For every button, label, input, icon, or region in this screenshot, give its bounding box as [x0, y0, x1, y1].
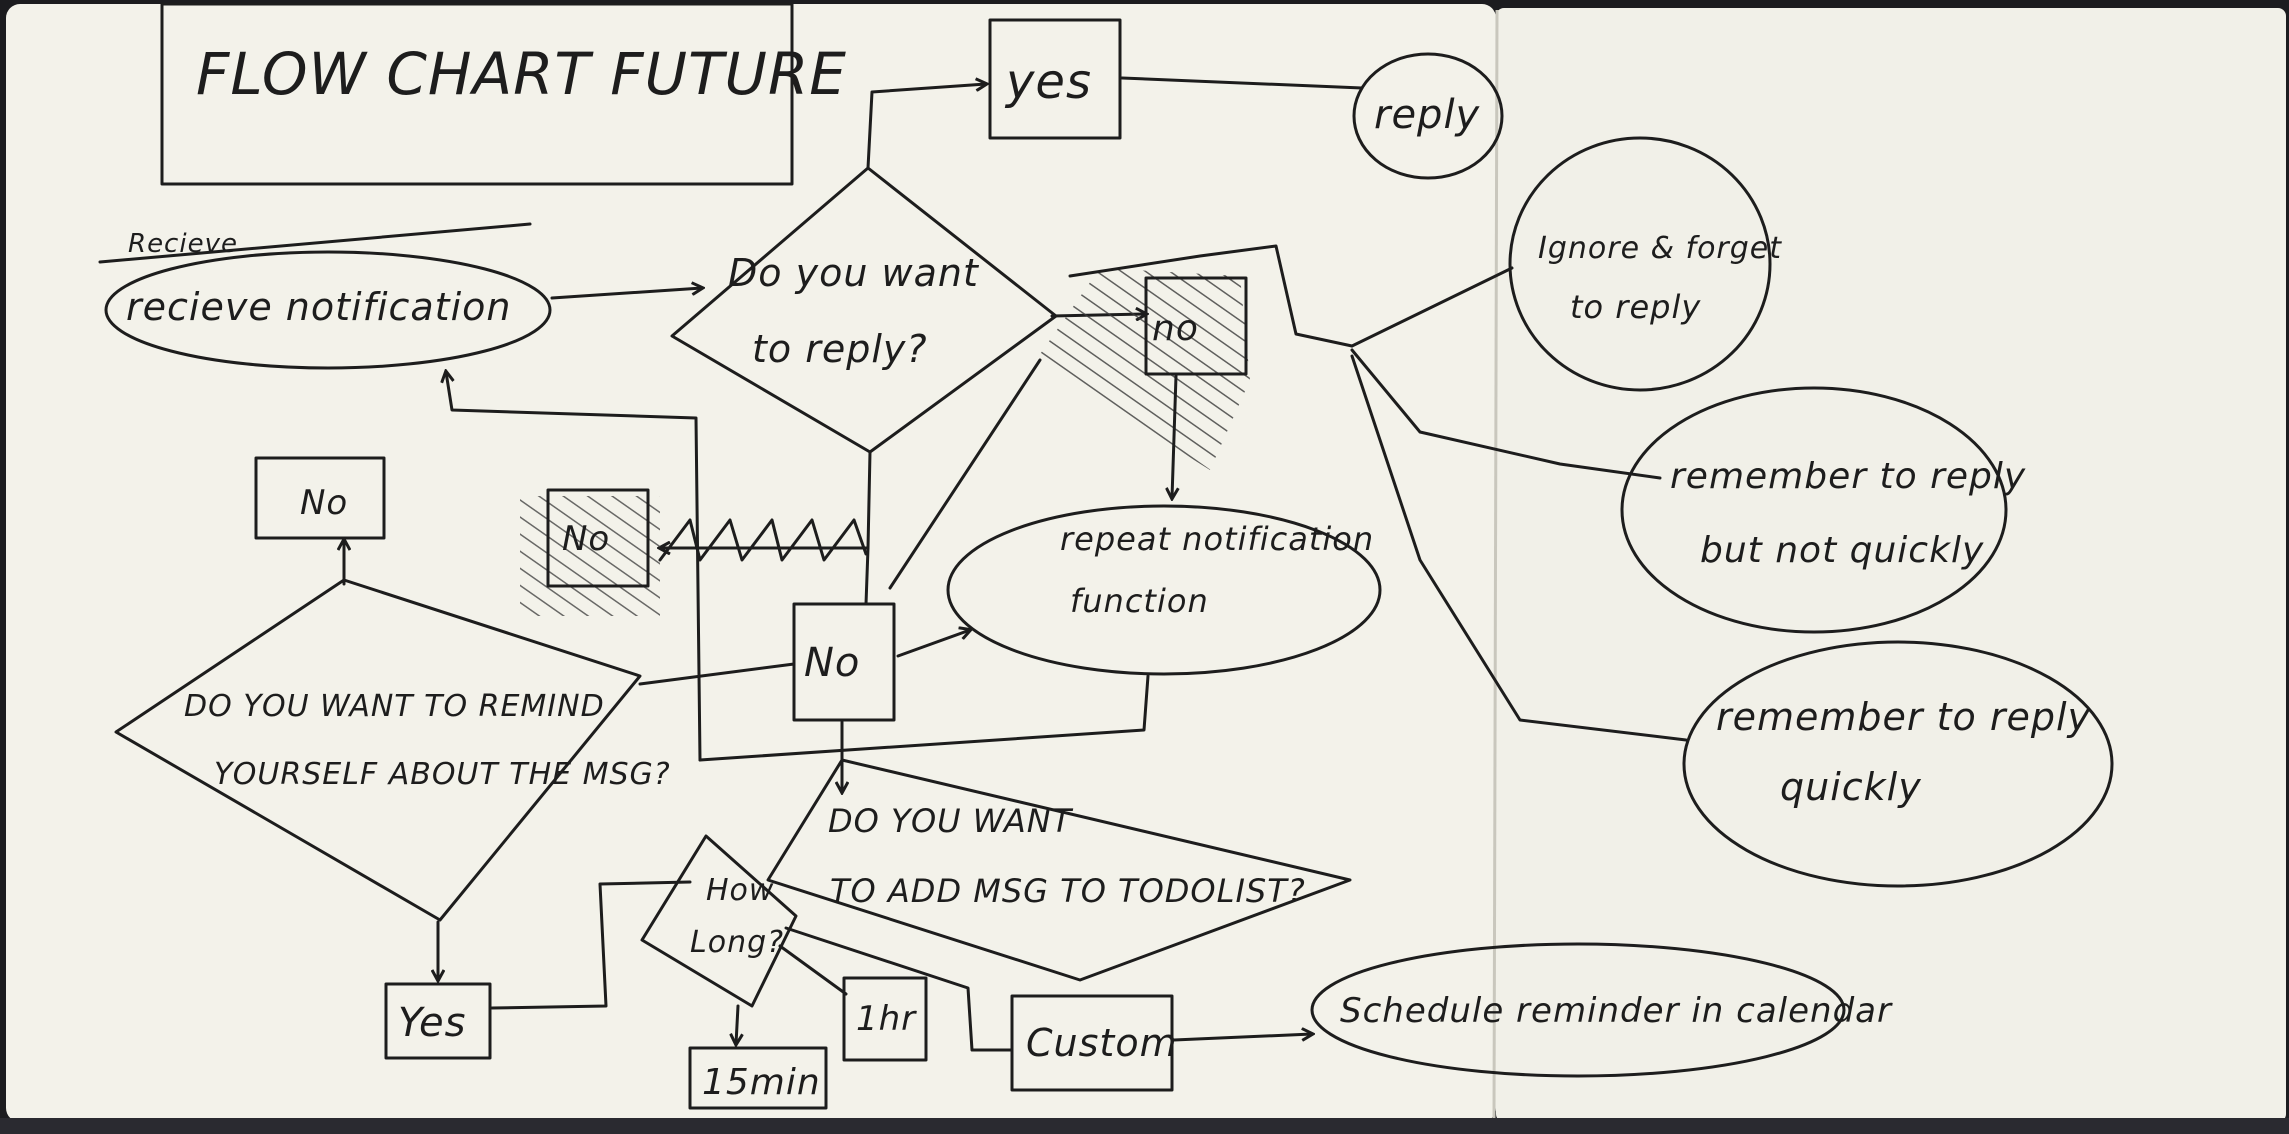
custom-node — [1010, 994, 1174, 1092]
ignore-line1: Ignore & forget — [1538, 231, 1782, 266]
ignore-node — [1508, 136, 1772, 392]
edge-reply-q-to-yes — [866, 84, 986, 170]
receive-label: recieve notification — [126, 285, 511, 329]
reply-label: reply — [1374, 92, 1481, 138]
remember-quick-node — [1682, 640, 2114, 888]
edge-yes-to-reply — [1120, 76, 1364, 90]
one-hr-label: 1hr — [856, 999, 917, 1039]
how-long-line1: How — [706, 873, 774, 908]
custom-label: Custom — [1026, 1021, 1178, 1065]
repeat-node — [946, 504, 1382, 676]
remember-not-line2: but not quickly — [1700, 530, 1984, 571]
receive-node — [104, 250, 552, 370]
remember-not-line1: remember to reply — [1670, 456, 2026, 497]
branch-remember-quick — [1350, 354, 1688, 742]
todo-question-node — [766, 758, 1352, 982]
edge-loop-back — [446, 372, 702, 762]
yes-top-label: yes — [1004, 54, 1092, 110]
remember-not-node — [1620, 386, 2008, 634]
yes-bottom-label: Yes — [398, 1000, 467, 1046]
reply-node — [1352, 52, 1504, 180]
repeat-line2: function — [1070, 582, 1209, 620]
repeat-line1: repeat notification — [1060, 520, 1374, 558]
reply-q-line1: Do you want — [728, 251, 980, 295]
page-gutter — [1492, 9, 1499, 1121]
edge-repeat-to-loop — [698, 674, 1150, 762]
cover-bottom-edge — [0, 1118, 2289, 1134]
remind-q-line2: YOURSELF ABOUT THE MSG? — [214, 757, 671, 792]
edge-yes-to-how-long — [490, 880, 692, 1010]
title-text: FLOW CHART FUTURE — [196, 40, 847, 108]
edge-no-to-repeat — [1172, 374, 1176, 498]
edge-reply-q-down-2 — [864, 546, 870, 606]
no-mid-node — [792, 602, 896, 722]
no-small-node — [254, 456, 386, 540]
ignore-line2: to reply — [1570, 288, 1701, 326]
edge-how-long-to-1hr — [778, 944, 848, 996]
yes-bottom-node — [384, 982, 492, 1060]
hatched-area-right — [1036, 268, 1250, 470]
edge-no-mid-to-repeat — [896, 630, 970, 658]
no-right-node — [1144, 276, 1248, 376]
edge-hatch-diagonal — [888, 358, 1042, 590]
edge-custom-to-schedule — [1172, 1034, 1312, 1042]
schedule-node — [1310, 942, 1846, 1078]
hatched-area-left — [520, 496, 660, 616]
one-hr-node — [842, 976, 928, 1062]
edge-how-long-to-custom — [784, 926, 1014, 1052]
right-page — [1496, 8, 2286, 1122]
branch-remember-not — [1350, 348, 1662, 480]
strike-line — [98, 222, 532, 264]
no-struck-node — [546, 488, 650, 588]
edge-no-to-branches — [1068, 244, 1354, 348]
remind-question-node — [114, 578, 642, 922]
remind-q-line1: DO YOU WANT TO REMIND — [184, 689, 605, 724]
how-long-line2: Long? — [690, 925, 784, 960]
fifteen-min-label: 15min — [702, 1062, 821, 1103]
how-long-node — [640, 834, 798, 1008]
edge-remind-to-no-mid — [638, 662, 796, 686]
no-mid-label: No — [804, 640, 860, 686]
yes-top-node — [988, 18, 1122, 140]
no-small-label: No — [300, 483, 348, 523]
fifteen-min-node — [688, 1046, 828, 1110]
todo-q-line2: TO ADD MSG TO TODOLIST? — [830, 872, 1306, 910]
edge-how-long-to-15min — [736, 1004, 738, 1044]
edge-receive-to-reply-q — [550, 288, 702, 300]
remember-quick-line1: remember to reply — [1716, 695, 2091, 739]
no-struck-label: No — [562, 519, 610, 559]
branch-ignore — [1350, 266, 1514, 348]
title-box — [160, 2, 794, 186]
schedule-label: Schedule reminder in calendar — [1340, 991, 1893, 1031]
remember-quick-line2: quickly — [1780, 765, 1922, 809]
todo-q-line1: DO YOU WANT — [828, 802, 1074, 840]
no-right-label: no — [1152, 308, 1199, 349]
reply-q-line2: to reply? — [752, 327, 928, 371]
